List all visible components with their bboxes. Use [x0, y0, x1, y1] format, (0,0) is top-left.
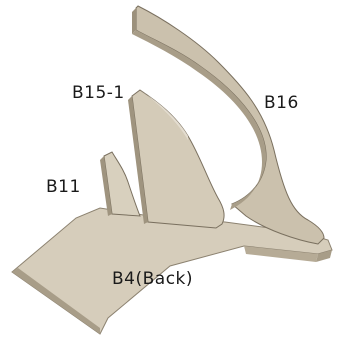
panel-b11	[100, 152, 140, 216]
panel-b15-1	[128, 90, 224, 228]
label-b4-back: B4(Back)	[112, 269, 193, 289]
label-b11: B11	[46, 177, 81, 197]
label-b16: B16	[264, 93, 299, 113]
label-b15-1: B15-1	[72, 83, 125, 103]
